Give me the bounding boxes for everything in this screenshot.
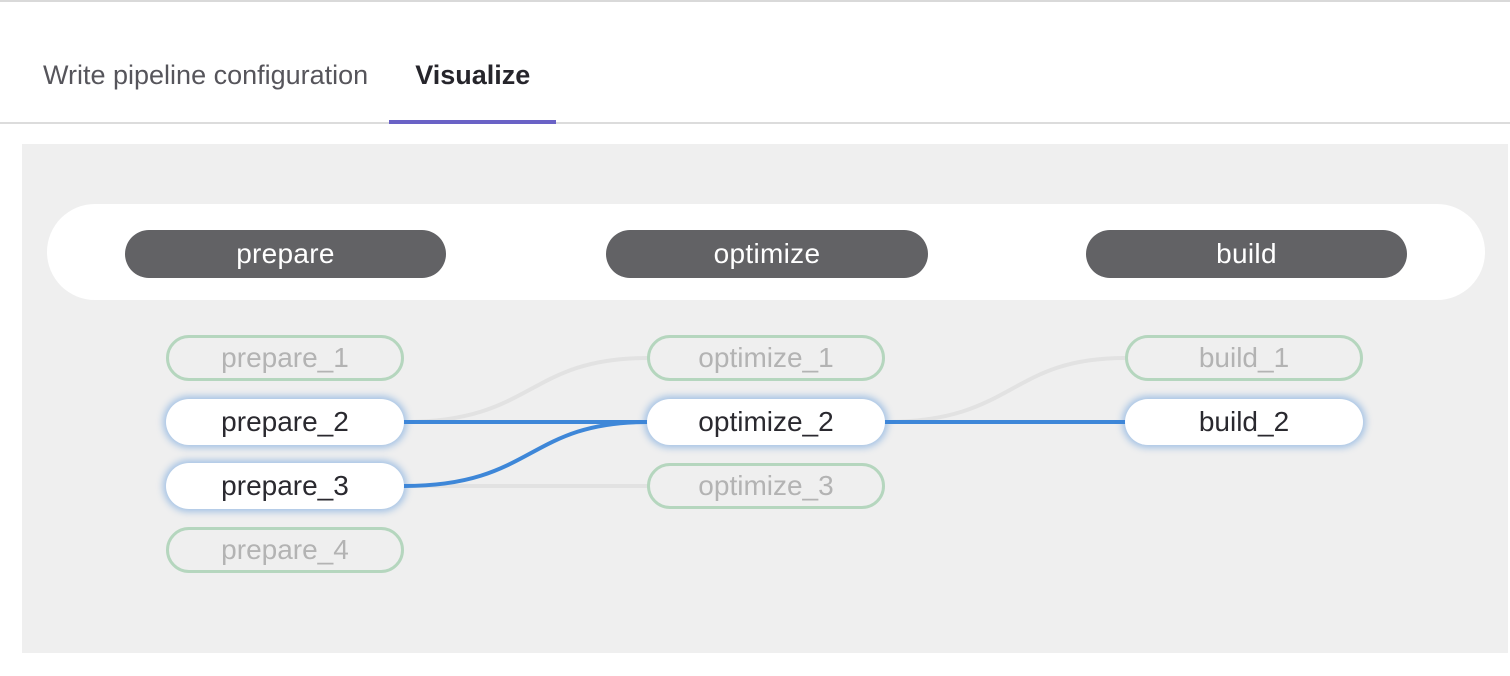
job-node-optimize_1[interactable]: optimize_1 <box>647 335 885 381</box>
tab-visualize[interactable]: Visualize <box>389 2 557 124</box>
pipeline-graph-panel: prepare optimize build prepare_1 prepare… <box>22 144 1508 653</box>
stage-pill-build: build <box>1086 230 1407 278</box>
job-node-optimize_2[interactable]: optimize_2 <box>647 399 885 445</box>
stage-pill-optimize: optimize <box>606 230 928 278</box>
tab-write-pipeline-configuration[interactable]: Write pipeline configuration <box>43 59 369 90</box>
link-prepare_3-optimize_2 <box>402 420 649 488</box>
job-node-build_1[interactable]: build_1 <box>1125 335 1363 381</box>
job-node-prepare_1[interactable]: prepare_1 <box>166 335 404 381</box>
link-prepare_2-optimize_1 <box>402 356 649 424</box>
links-layer <box>402 356 1127 488</box>
link-optimize_2-build_1 <box>883 356 1127 424</box>
tab-bar: Write pipeline configuration Visualize <box>0 2 1510 124</box>
job-node-prepare_2[interactable]: prepare_2 <box>166 399 404 445</box>
job-node-prepare_3[interactable]: prepare_3 <box>166 463 404 509</box>
job-node-build_2[interactable]: build_2 <box>1125 399 1363 445</box>
top-divider <box>0 0 1510 2</box>
job-node-prepare_4[interactable]: prepare_4 <box>166 527 404 573</box>
stage-pill-prepare: prepare <box>125 230 446 278</box>
job-node-optimize_3[interactable]: optimize_3 <box>647 463 885 509</box>
